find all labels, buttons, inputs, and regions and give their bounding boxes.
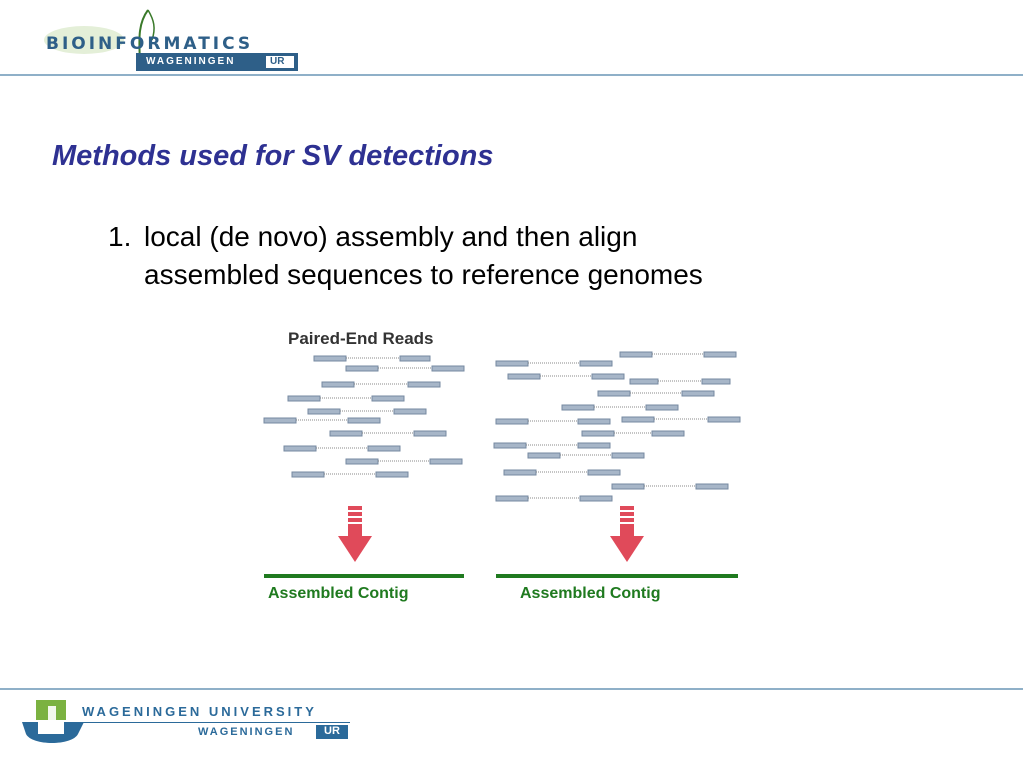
ur-badge-header: UR — [270, 56, 285, 67]
contig-line-right — [496, 574, 738, 578]
assembly-diagram: Paired-End Reads — [258, 326, 748, 611]
slide-title: Methods used for SV detections — [52, 140, 494, 172]
contig-caption-right: Assembled Contig — [520, 585, 661, 602]
figure-heading: Paired-End Reads — [288, 329, 434, 348]
contig-caption-left: Assembled Contig — [268, 585, 409, 602]
university-name: WAGENINGEN UNIVERSITY — [82, 704, 317, 719]
list-item-number: 1. — [108, 221, 132, 252]
ur-badge-footer-text: UR — [324, 725, 340, 737]
ur-badge-footer: UR — [316, 725, 348, 739]
down-arrow-right — [610, 506, 644, 562]
bioinformatics-logo: BIOINFORMATICS WAGENINGEN UR — [44, 6, 304, 72]
list-item-line1: local (de novo) assembly and then align — [144, 221, 638, 252]
bioinformatics-wordmark: BIOINFORMATICS — [46, 34, 254, 54]
down-arrow-left — [338, 506, 372, 562]
bottom-divider — [0, 688, 1023, 690]
list-item-line2: assembled sequences to reference genomes — [144, 259, 703, 290]
wageningen-ur-text: WAGENINGEN — [198, 726, 295, 738]
wageningen-university-logo: WAGENINGEN UNIVERSITY WAGENINGEN UR — [18, 700, 358, 750]
top-divider — [0, 74, 1023, 76]
wageningen-header-text: WAGENINGEN — [146, 56, 236, 67]
reads-graphic — [263, 351, 741, 578]
bioinformatics-logo-graphic — [44, 9, 298, 71]
contig-line-left — [264, 574, 464, 578]
logo-divider — [82, 722, 350, 723]
wur-emblem-icon — [22, 700, 84, 743]
